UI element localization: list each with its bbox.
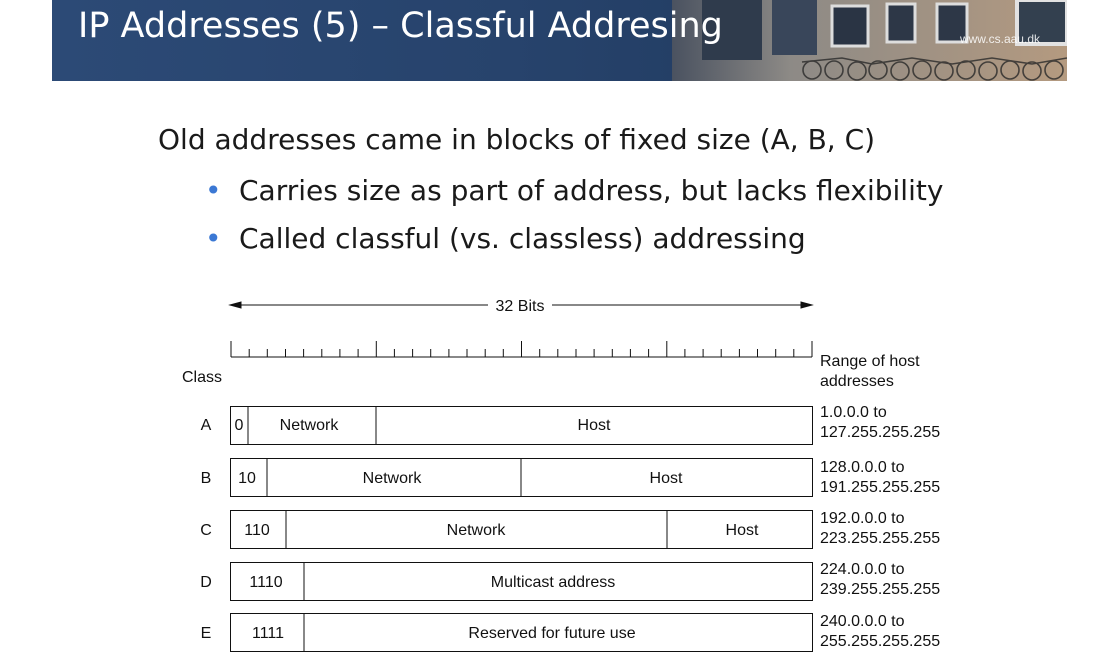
class-b-label: B	[201, 470, 212, 487]
class-a-host: Host	[578, 417, 611, 434]
class-d-prefix: 1110	[249, 574, 282, 591]
class-a-bar	[230, 406, 813, 445]
class-e-label: E	[201, 625, 212, 642]
class-c-range-start: 192.0.0.0 to	[820, 510, 905, 527]
class-b-bar	[230, 458, 813, 497]
class-b-range-end: 191.255.255.255	[820, 479, 940, 496]
class-a-prefix: 0	[235, 417, 244, 434]
class-d-multicast: Multicast address	[491, 574, 616, 591]
class-a-range-start: 1.0.0.0 to	[820, 404, 887, 421]
bullet-text: Called classful (vs. classless) addressi…	[239, 222, 806, 255]
website-label: www.cs.aau.dk	[959, 32, 1040, 46]
bullet-item: • Called classful (vs. classless) address…	[205, 222, 806, 255]
class-c-network: Network	[447, 522, 507, 539]
class-e-range-end: 255.255.255.255	[820, 633, 940, 650]
class-e-reserved: Reserved for future use	[468, 625, 635, 642]
class-e-range-start: 240.0.0.0 to	[820, 613, 905, 630]
slide-title: IP Addresses (5) – Classful Addresing	[78, 6, 723, 46]
class-c-bar	[230, 510, 813, 549]
class-c-prefix: 110	[244, 522, 270, 539]
class-a-network: Network	[280, 417, 340, 434]
bullet-dot-icon: •	[205, 174, 222, 207]
class-c-range-end: 223.255.255.255	[820, 530, 940, 547]
class-e-bar	[230, 613, 813, 652]
class-c-label: C	[200, 522, 212, 539]
title-banner: IP Addresses (5) – Classful Addresing ww…	[52, 0, 1067, 81]
bits-span-arrow	[228, 301, 814, 309]
class-b-prefix: 10	[238, 470, 256, 487]
class-b-host: Host	[650, 470, 683, 487]
campus-photo	[672, 0, 1067, 81]
class-header: Class	[182, 369, 222, 386]
class-d-label: D	[200, 574, 212, 591]
class-c-host: Host	[726, 522, 759, 539]
class-d-range-end: 239.255.255.255	[820, 581, 940, 598]
bullet-dot-icon: •	[205, 222, 222, 255]
class-a-range-end: 127.255.255.255	[820, 424, 940, 441]
bit-ruler	[230, 341, 813, 358]
bits-label: 32 Bits	[496, 298, 545, 315]
main-point: Old addresses came in blocks of fixed si…	[158, 123, 876, 156]
class-d-range-start: 224.0.0.0 to	[820, 561, 905, 578]
class-a-label: A	[201, 417, 212, 434]
range-header-line2: addresses	[820, 373, 894, 390]
range-header-line1: Range of host	[820, 353, 920, 370]
class-e-prefix: 1111	[252, 625, 284, 642]
bullet-item: • Carries size as part of address, but la…	[205, 174, 943, 207]
class-b-network: Network	[363, 470, 423, 487]
class-b-range-start: 128.0.0.0 to	[820, 459, 905, 476]
class-d-bar	[230, 562, 813, 601]
bullet-text: Carries size as part of address, but lac…	[239, 174, 944, 207]
